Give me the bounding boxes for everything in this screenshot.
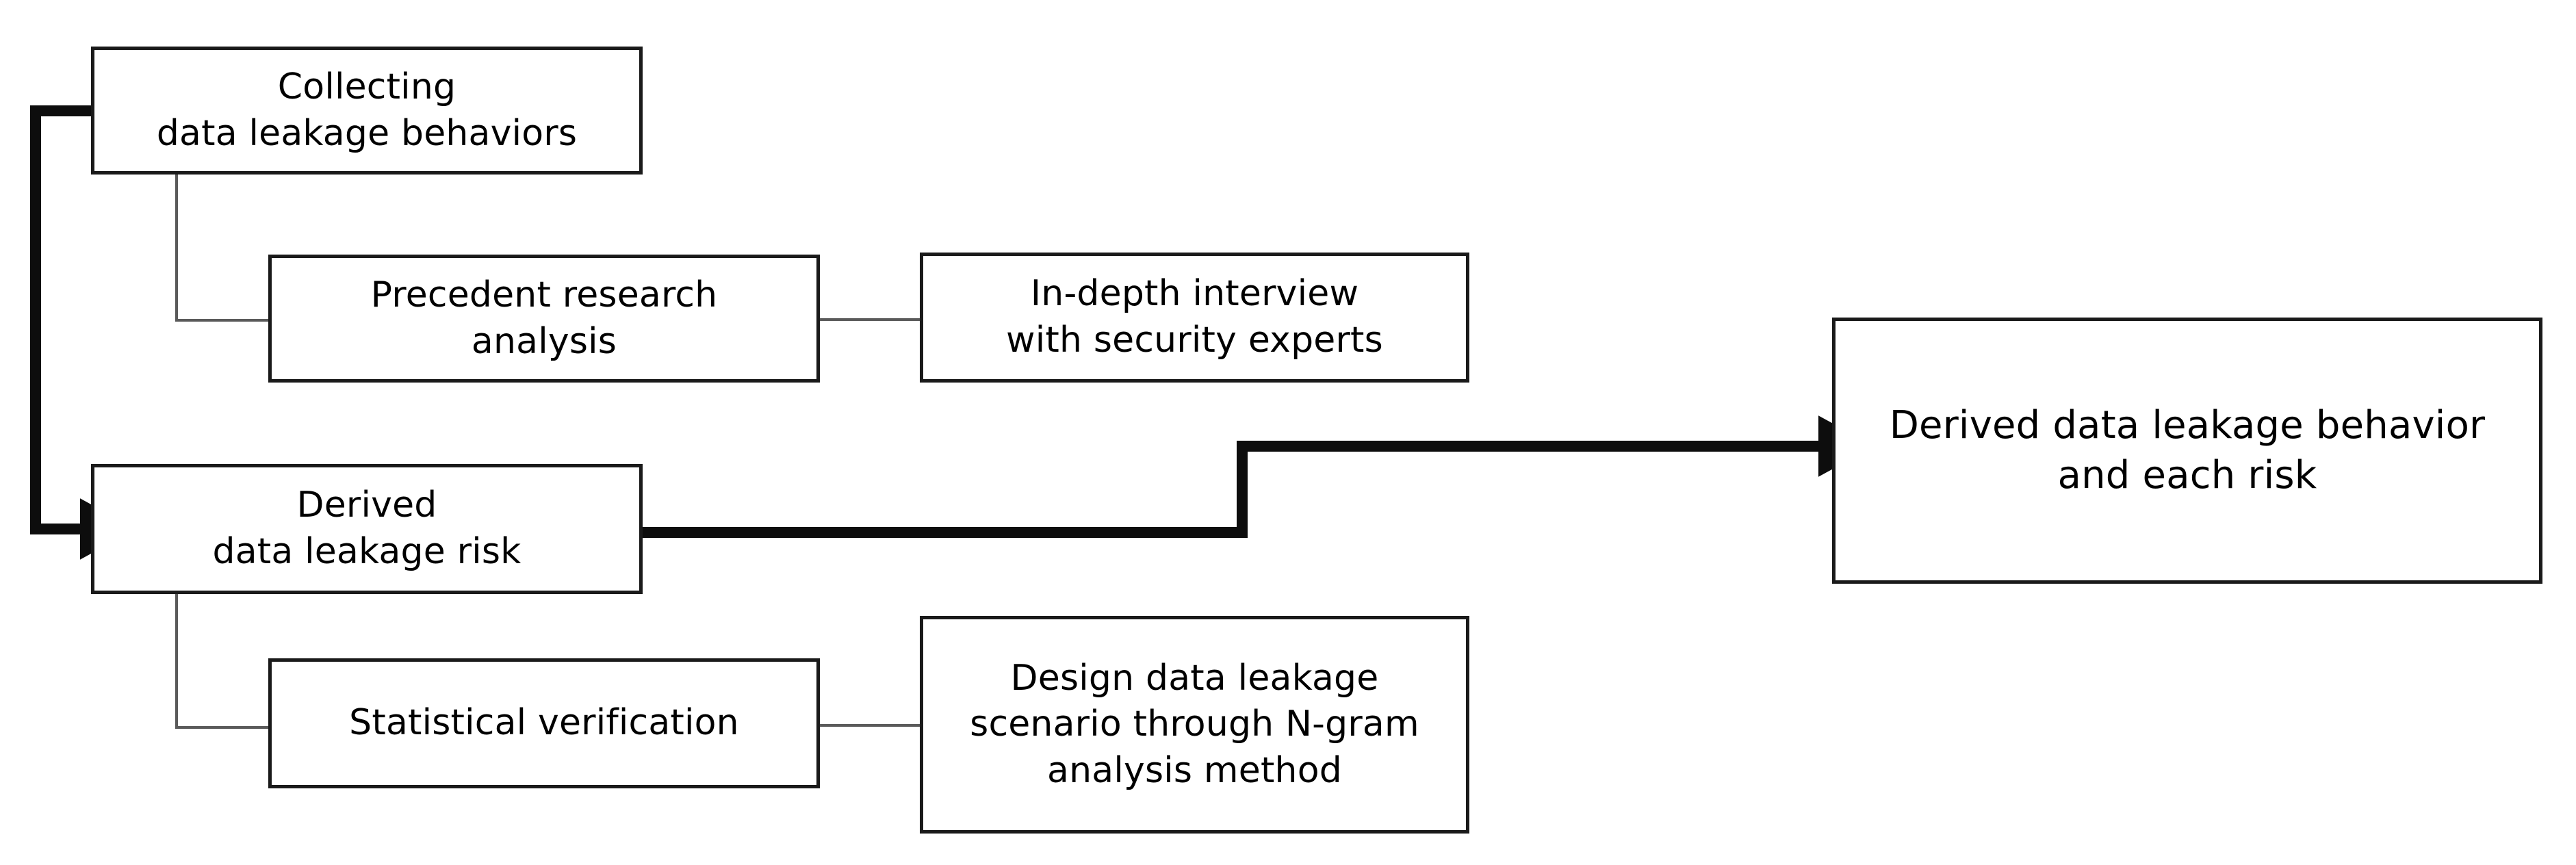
node-statistical-verification-label: Statistical verification bbox=[349, 702, 739, 744]
node-ngram-scenario-label: Design data leakage scenario through N-g… bbox=[970, 657, 1419, 791]
node-ngram-scenario[interactable]: Design data leakage scenario through N-g… bbox=[920, 616, 1469, 834]
node-collecting[interactable]: Collecting data leakage behaviors bbox=[91, 47, 643, 175]
node-derived-behavior-risk-label: Derived data leakage behavior and each r… bbox=[1889, 402, 2486, 498]
connector-derived-risk-to-behavior-risk bbox=[643, 415, 1875, 538]
node-derived-risk-label: Derived data leakage risk bbox=[212, 485, 521, 572]
node-derived-risk[interactable]: Derived data leakage risk bbox=[91, 464, 643, 594]
node-statistical-verification[interactable]: Statistical verification bbox=[268, 658, 820, 788]
connector-derived-risk-to-statistical bbox=[175, 594, 268, 729]
node-precedent-research[interactable]: Precedent research analysis bbox=[268, 255, 820, 383]
node-derived-behavior-risk[interactable]: Derived data leakage behavior and each r… bbox=[1832, 318, 2542, 584]
node-in-depth-interview[interactable]: In-depth interview with security experts bbox=[920, 253, 1469, 383]
node-collecting-label: Collecting data leakage behaviors bbox=[156, 66, 578, 154]
node-precedent-research-label: Precedent research analysis bbox=[370, 274, 718, 362]
connector-collecting-to-derived-risk bbox=[30, 105, 137, 560]
connector-collecting-to-precedent bbox=[175, 175, 268, 322]
node-in-depth-interview-label: In-depth interview with security experts bbox=[1006, 273, 1383, 361]
